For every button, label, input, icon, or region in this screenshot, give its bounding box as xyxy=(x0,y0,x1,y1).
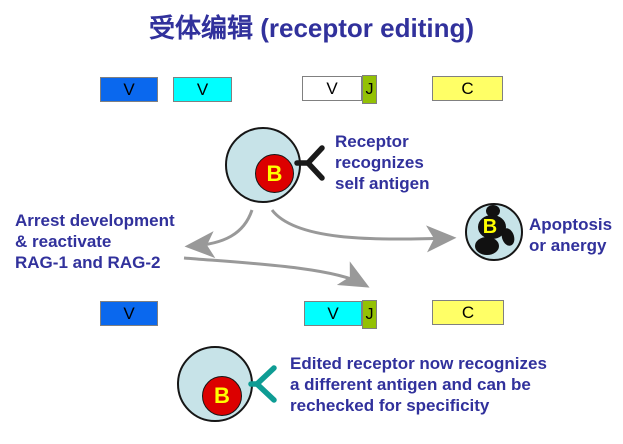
gene-segment-c-top: C xyxy=(432,76,503,101)
gene-segment-j-bottom: J xyxy=(362,300,377,329)
edited-receptor-icon xyxy=(248,365,277,403)
caption-line: a different antigen and can be xyxy=(290,375,531,394)
arrest-caption: Arrest development & reactivate RAG-1 an… xyxy=(15,210,175,273)
caption-line: Arrest development xyxy=(15,211,175,230)
arrow-to-arrest xyxy=(184,209,254,259)
page-title: 受体编辑 (receptor editing) xyxy=(148,13,474,43)
gene-segment-v-white-top: V xyxy=(302,76,362,101)
b-cell-nucleus: B xyxy=(255,154,294,193)
apoptosis-caption: Apoptosis or anergy xyxy=(529,214,612,256)
caption-line: Edited receptor now recognizes xyxy=(290,354,547,373)
gene-segment-v-cyan-bottom: V xyxy=(304,301,362,326)
gene-segment-c-bottom: C xyxy=(432,300,504,325)
arrow-to-apoptosis xyxy=(270,209,457,253)
gene-segment-v-blue-bottom: V xyxy=(100,301,158,326)
arrow-to-edited-genes xyxy=(183,256,370,288)
caption-line: rechecked for specificity xyxy=(290,396,490,415)
caption-line: Receptor xyxy=(335,132,409,151)
caption-line: recognizes xyxy=(335,153,424,172)
caption-line: self antigen xyxy=(335,174,430,193)
edited-caption: Edited receptor now recognizes a differe… xyxy=(290,353,547,416)
receptor-caption: Receptor recognizes self antigen xyxy=(335,131,429,194)
caption-line: or anergy xyxy=(529,236,607,255)
gene-segment-v-blue-top: V xyxy=(100,77,158,102)
edited-b-cell-nucleus: B xyxy=(202,376,242,416)
caption-line: RAG-1 and RAG-2 xyxy=(15,253,161,272)
apoptotic-b-cell-label: B xyxy=(482,216,498,238)
gene-segment-j-top: J xyxy=(362,75,377,104)
gene-segment-v-cyan-top: V xyxy=(173,77,232,102)
caption-line: Apoptosis xyxy=(529,215,613,234)
caption-line: & reactivate xyxy=(15,232,112,251)
